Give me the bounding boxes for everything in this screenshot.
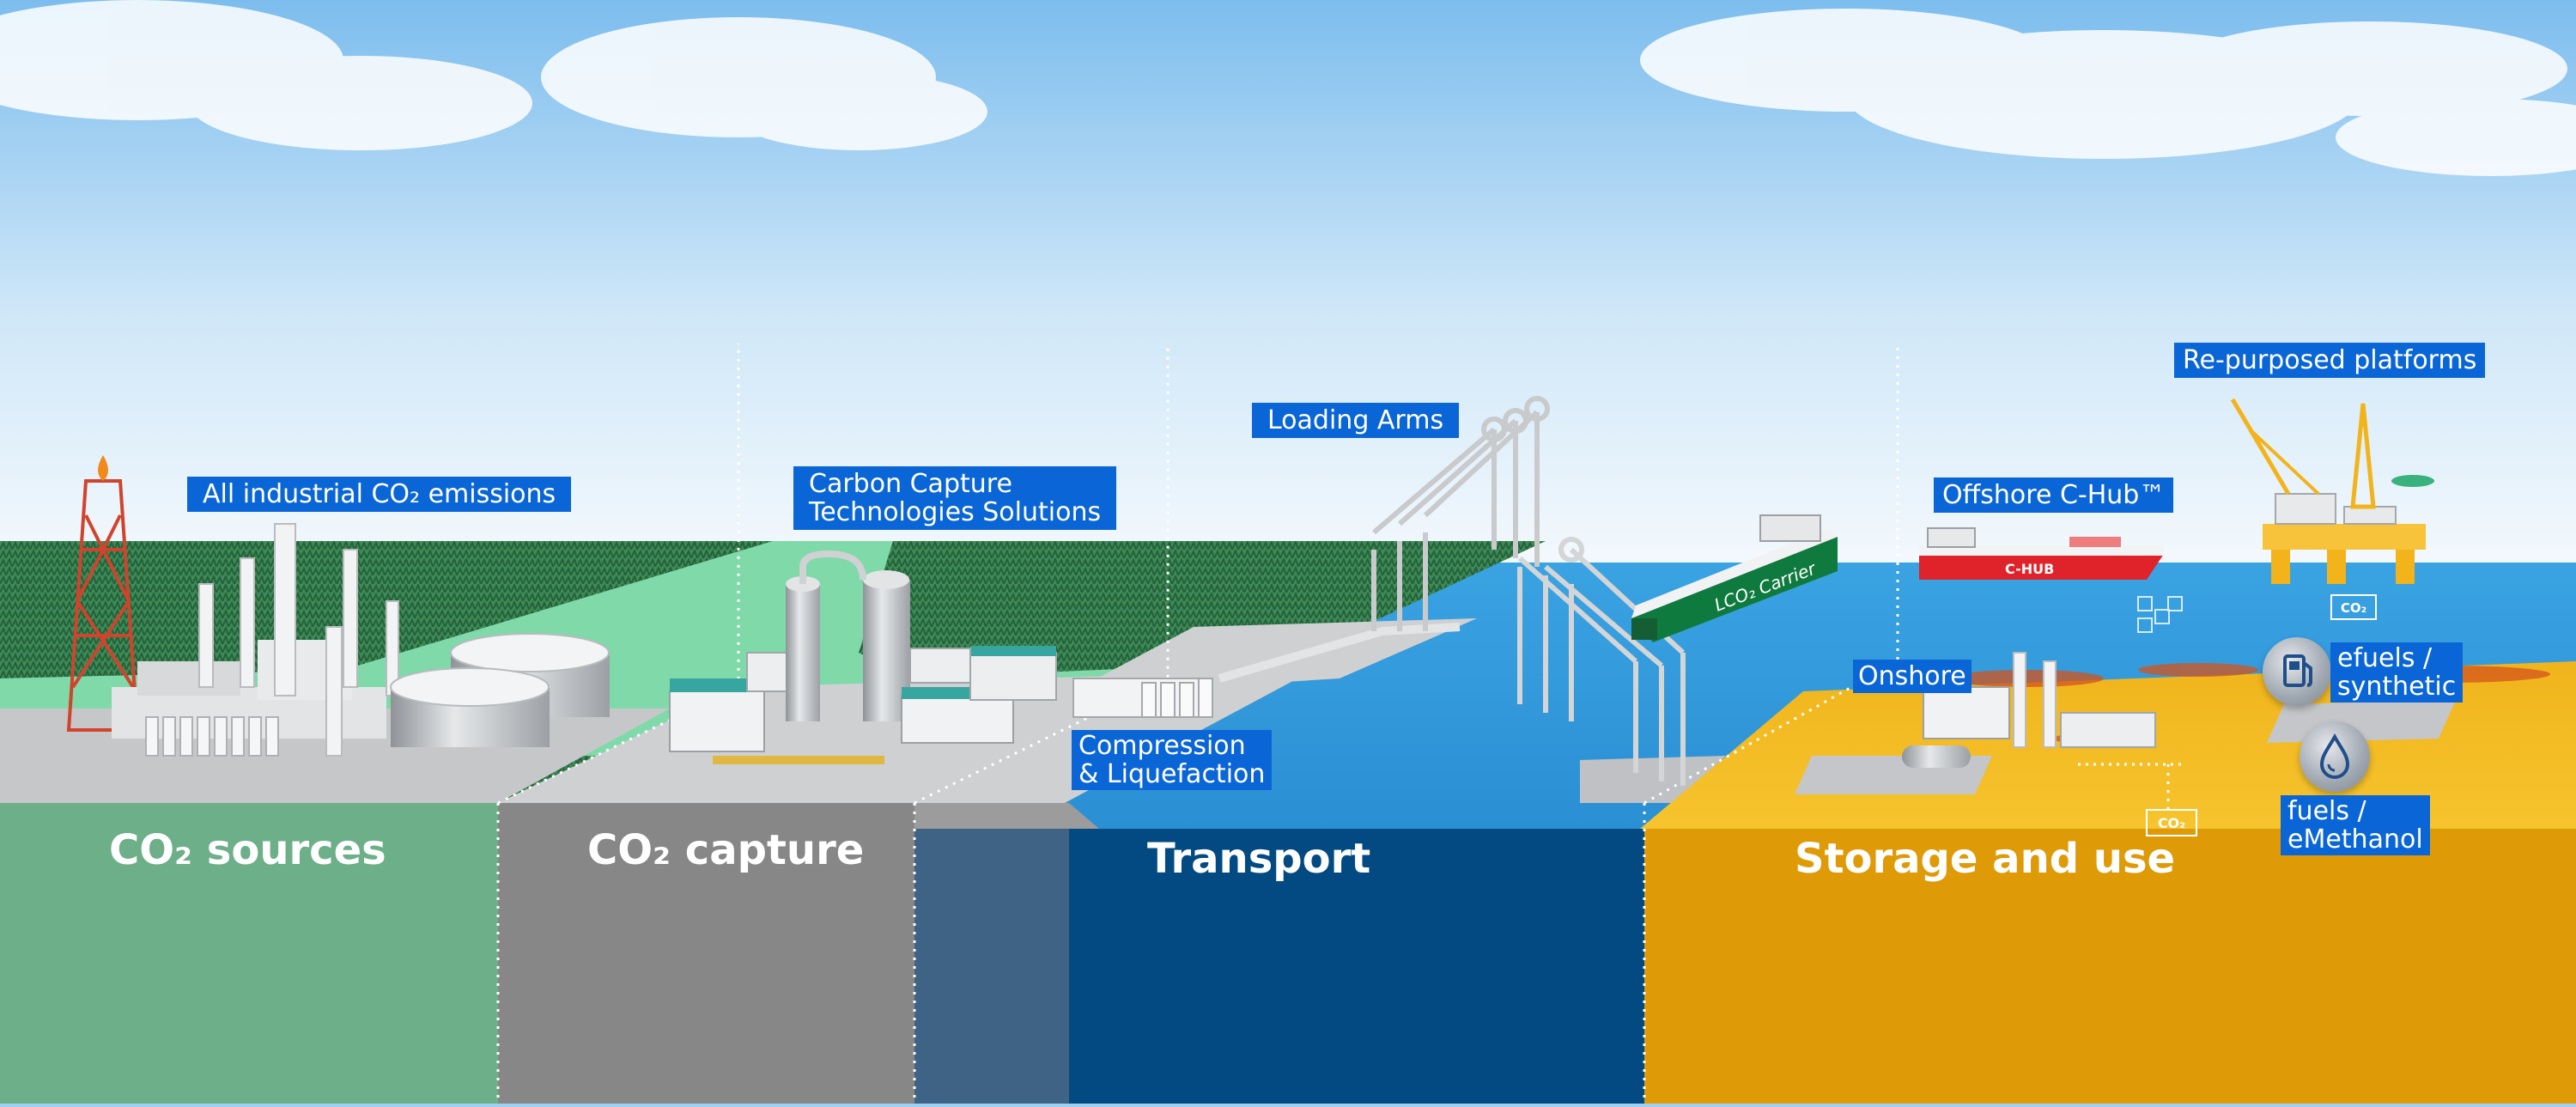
transport-band [1069,829,1644,1104]
capture-edge [914,803,1099,829]
loading-arms-land [1371,396,1550,631]
transport-shade-band [914,829,1069,1104]
section-title-storage: Storage and use [1795,835,2176,883]
industrial-emissions-label: All industrial CO₂ emissions [187,477,572,512]
capture-plant [669,550,1057,764]
co2-tag-onshore: CO₂ [2146,809,2197,836]
clouds [0,0,2576,176]
fuel-pump-icon [2263,637,2331,706]
pipeline [1218,623,1461,683]
efuels-label: efuels / synthetic [2330,642,2464,703]
onshore-label: Onshore [1853,660,1971,693]
section-title-sources: CO₂ sources [109,826,386,874]
droplet-icon [2300,721,2370,792]
storage-band [1644,829,2576,1104]
c-hub-vessel: C-HUB [1919,527,2164,580]
subsea-connectors [2137,596,2183,633]
offshore-hub-label: Offshore C-Hub™ [1934,477,2174,513]
refinery [112,523,399,757]
co2-tag-onshore-text: CO₂ [2158,815,2185,831]
sources-band [0,803,498,1104]
compression-unit [1072,678,1213,718]
c-hub-name-text: C-HUB [2005,561,2054,577]
flare-flame [98,455,108,481]
co2-tag-platform-text: CO₂ [2341,600,2366,616]
repurposed-platforms-label: Re-purposed platforms [2174,343,2486,378]
capture-band [498,803,914,1104]
offshore-platform [2230,398,2434,584]
section-title-transport: Transport [1147,835,1371,883]
co2-tag-platform: CO₂ [2330,594,2377,620]
fuels-label: fuels / eMethanol [2281,795,2430,855]
section-title-capture: CO₂ capture [587,826,865,874]
lco2-carrier-ship: LCO₂ Carrier [1631,514,1838,642]
storage-tanks [390,633,610,747]
compression-label: Compression & Liquefaction [1072,730,1273,790]
loading-arms-label: Loading Arms [1252,403,1460,438]
jetty-platform [1580,756,1726,803]
carbon-capture-label: Carbon Capture Technologies Solutions [793,466,1117,530]
